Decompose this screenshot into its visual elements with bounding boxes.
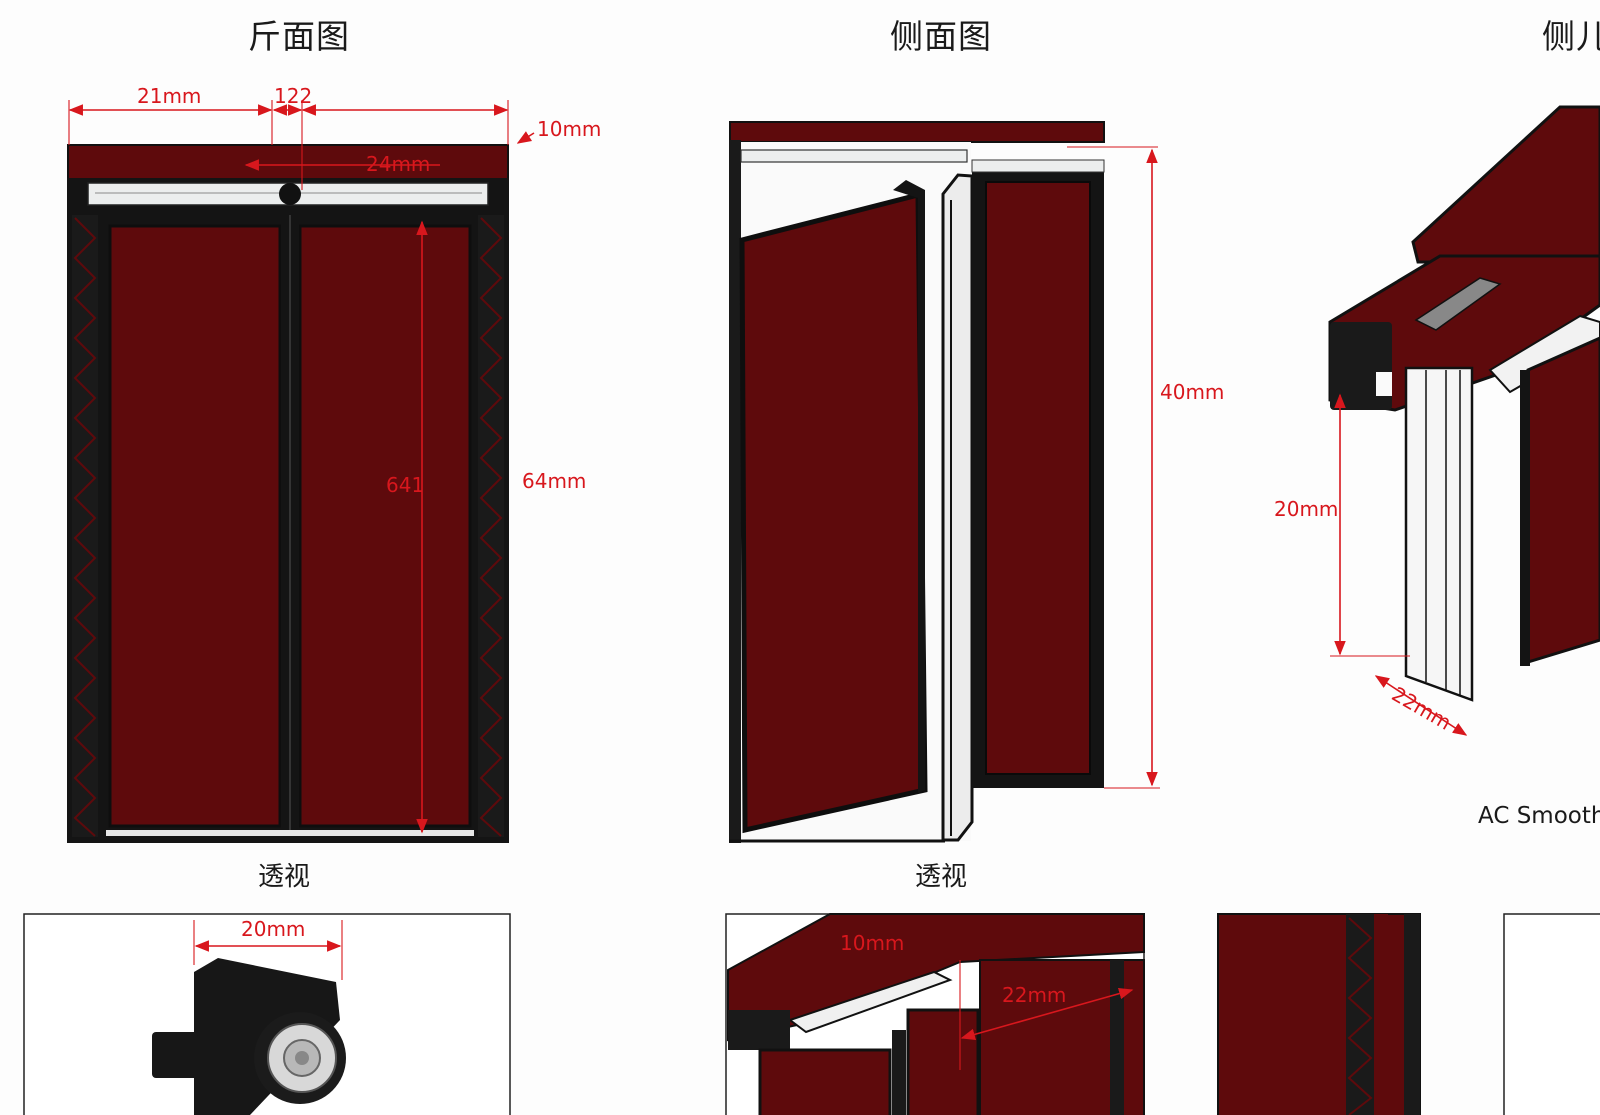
third-view-title: 侧儿 bbox=[1542, 17, 1600, 56]
front-bottom-sill bbox=[106, 830, 474, 836]
iso-rail bbox=[1488, 314, 1600, 394]
side-view-door bbox=[729, 121, 1105, 843]
dim-roller-width: 20mm bbox=[241, 917, 305, 941]
dim-front-top-right: 10mm bbox=[537, 117, 601, 141]
front-right-door-panel bbox=[298, 224, 472, 828]
corner-panel-right bbox=[906, 1008, 980, 1115]
iso-frame-detail bbox=[1328, 105, 1600, 702]
dim-line-front-top-right bbox=[516, 131, 535, 144]
dim-front-gap: 122 bbox=[274, 84, 312, 108]
front-header-beam bbox=[67, 144, 509, 180]
dim-front-height: 64mm bbox=[522, 469, 586, 493]
front-view-door bbox=[67, 144, 509, 843]
front-right-truss-zigzag bbox=[479, 217, 503, 837]
front-dimensions: 21mm 122 10mm 24mm 641 64mm bbox=[68, 84, 601, 834]
dim-front-rail: 24mm bbox=[366, 152, 430, 176]
dim-front-width-left: 21mm bbox=[137, 84, 201, 108]
front-left-door-panel bbox=[108, 224, 282, 828]
side-dimensions: 40mm bbox=[1067, 146, 1224, 789]
corner-panel-left bbox=[758, 1048, 892, 1115]
iso-vertical-jamb bbox=[1404, 366, 1474, 702]
dim-front-inner-height: 641 bbox=[386, 473, 424, 497]
front-left-truss-zigzag bbox=[73, 217, 97, 837]
dim-line-iso-depth bbox=[1374, 675, 1468, 736]
dim-line-bottom-depth bbox=[960, 987, 1134, 1041]
dim-iso-height: 20mm bbox=[1274, 497, 1338, 521]
corner-detail-panel: 10mm 22mm bbox=[725, 913, 1145, 1115]
front-perspective-label: 透视 bbox=[258, 862, 310, 892]
side-view-title: 侧面图 bbox=[890, 17, 992, 56]
ac-smooth-note: AC Smooth bbox=[1478, 803, 1600, 829]
side-top-beam bbox=[729, 121, 1105, 143]
iso-side-panel bbox=[1526, 336, 1600, 665]
partial-detail-frame bbox=[1503, 913, 1600, 1115]
side-left-jamb bbox=[729, 140, 741, 843]
truss-detail-panel bbox=[1217, 913, 1421, 1115]
dim-side-height: 40mm bbox=[1160, 380, 1224, 404]
side-hinge-post bbox=[941, 173, 974, 842]
dim-bottom-depth: 22mm bbox=[1002, 983, 1066, 1007]
side-open-door-leaf bbox=[739, 191, 928, 834]
side-perspective-label: 透视 bbox=[915, 862, 967, 892]
front-rail-roller bbox=[279, 183, 301, 205]
front-view-title: 斤面图 bbox=[248, 17, 350, 56]
truss-detail-zigzag bbox=[1347, 917, 1373, 1115]
side-fixed-panel bbox=[985, 181, 1091, 775]
dim-bottom-partial: 10mm bbox=[840, 931, 904, 955]
roller-detail-panel: 20mm bbox=[23, 913, 511, 1115]
